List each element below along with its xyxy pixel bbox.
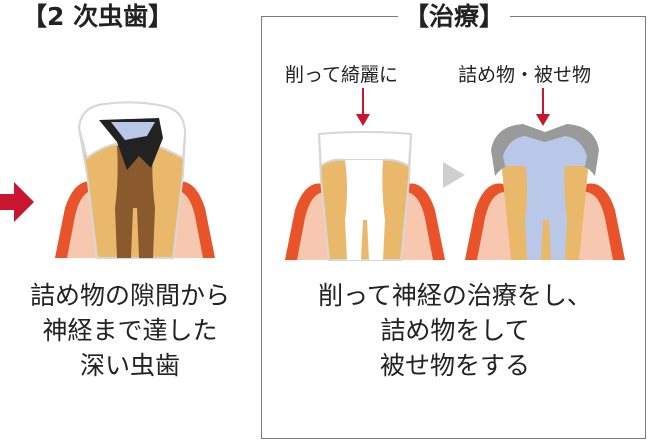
right-title: 【治療】 — [398, 2, 511, 32]
left-caption: 詰め物の隙間から 神経まで達した 深い虫歯 — [10, 278, 250, 383]
label-shave: 削って綺麗に — [285, 64, 399, 86]
decayed-tooth-illustration — [55, 101, 215, 259]
red-pointer-arrow-icon — [0, 182, 34, 222]
label-fill: 詰め物・被せ物 — [458, 64, 592, 86]
caption-line: 詰め物をして — [380, 316, 530, 345]
down-arrow-icon — [356, 88, 370, 126]
caption-line: 詰め物の隙間から — [29, 281, 230, 310]
next-step-triangle-icon — [443, 162, 465, 188]
right-caption: 削って神経の治療をし、 詰め物をして 被せ物をする — [275, 278, 635, 383]
caption-line: 深い虫歯 — [79, 351, 180, 380]
shaved-tooth-illustration — [285, 131, 445, 261]
down-arrow-icon — [536, 88, 550, 126]
left-title: 【2 次虫歯】 — [22, 2, 174, 31]
caption-line: 削って神経の治療をし、 — [318, 281, 592, 310]
caption-line: 神経まで達した — [42, 316, 218, 345]
crowned-tooth-illustration — [465, 124, 625, 260]
caption-line: 被せ物をする — [379, 351, 530, 380]
